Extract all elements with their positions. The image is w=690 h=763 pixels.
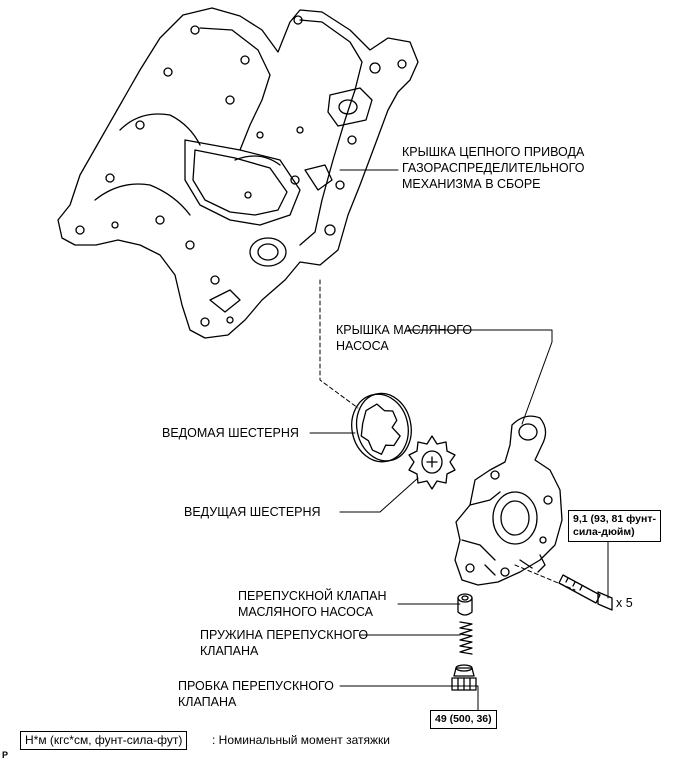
legend-units-box: Н*м (кгс*см, фунт-сила-фут) [20,731,188,750]
leader-lines [309,169,609,711]
drive-gear-drawing [408,435,456,490]
bolt-drawing [558,574,613,611]
legend-description: : Номинальный момент затяжки [212,733,390,747]
torque-box-plug: 49 (500, 36) [430,710,497,729]
bolt-quantity: x 5 [616,596,633,610]
timing-chain-cover-drawing [57,7,419,339]
label-drive-gear: ВЕДУЩАЯ ШЕСТЕРНЯ [184,505,321,519]
label-oil-pump-cover: КРЫШКА МАСЛЯНОГО НАСОСА [336,323,473,353]
driven-gear-drawing [351,392,412,463]
label-driven-gear: ВЕДОМАЯ ШЕСТЕРНЯ [162,426,299,440]
relief-spring-drawing [459,621,473,655]
relief-plug-drawing [451,664,477,691]
label-timing-chain-cover: КРЫШКА ЦЕПНОГО ПРИВОДА ГАЗОРАСПРЕДЕЛИТЕЛ… [402,145,585,191]
relief-valve-drawing [457,593,473,616]
oil-pump-cover-drawing [454,415,563,586]
label-relief-spring: ПРУЖИНА ПЕРЕПУСКНОГО КЛАПАНА [200,628,369,658]
torque-box-bolt: 9,1 (93, 81 фунт- сила-дюйм) [568,510,661,542]
corner-mark: P [2,750,9,760]
label-relief-valve: ПЕРЕПУСКНОЙ КЛАПАН МАСЛЯНОГО НАСОСА [238,589,387,619]
label-relief-plug: ПРОБКА ПЕРЕПУСКНОГО КЛАПАНА [178,679,334,709]
